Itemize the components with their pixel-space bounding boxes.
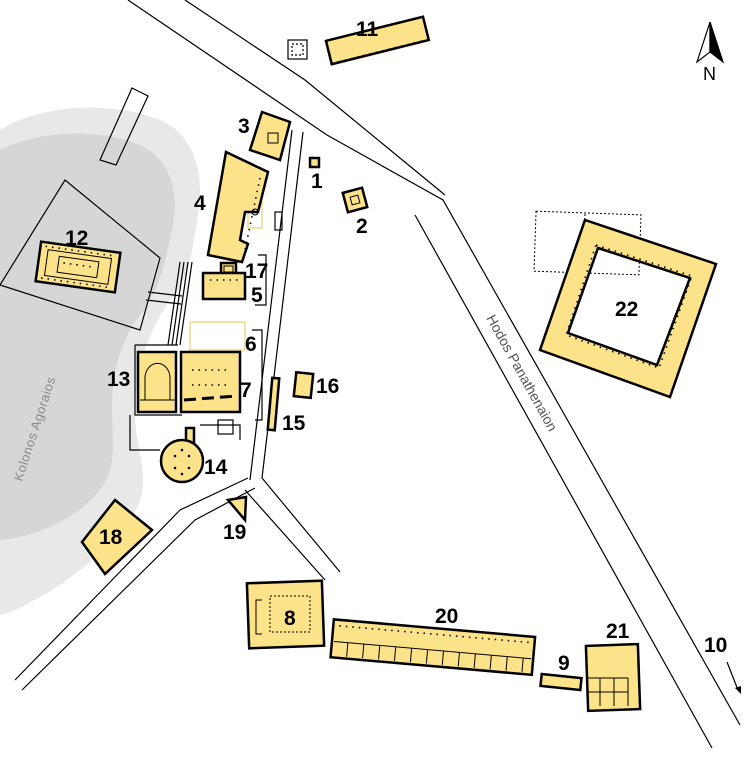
label-16: 16 [316, 375, 339, 398]
building-8-rooms [255, 599, 262, 635]
label-12: 12 [65, 227, 88, 250]
label-8: 8 [284, 607, 296, 630]
building-9 [539, 672, 583, 692]
building-4 [206, 150, 270, 264]
label-1: 1 [311, 170, 323, 193]
label-22: 22 [615, 298, 638, 321]
building-15 [266, 376, 281, 432]
label-4: 4 [194, 192, 206, 215]
roads [14, 0, 741, 749]
label-2: 2 [356, 215, 368, 238]
old-foundation [189, 321, 246, 351]
building-22-body [538, 218, 718, 399]
building-20 [329, 617, 537, 677]
label-20: 20 [435, 605, 458, 628]
building-3 [248, 110, 292, 162]
hill-inner [0, 133, 175, 540]
building-13-apse [144, 362, 171, 400]
bouleuterion-walls [129, 254, 267, 451]
building-18 [80, 498, 154, 576]
label-3: 3 [238, 115, 250, 138]
building-8-court [269, 595, 311, 633]
building-16 [292, 370, 315, 400]
direction-arrow-icon [726, 661, 741, 694]
building-4-column [251, 208, 259, 216]
building-21-rooms [588, 677, 629, 706]
label-5: 5 [251, 284, 263, 307]
building-1 [308, 156, 321, 169]
propylon-7 [217, 419, 234, 435]
label-18: 18 [99, 526, 123, 549]
building-3-inner [267, 132, 279, 144]
label-21: 21 [606, 620, 630, 643]
building-20-outer [329, 617, 537, 677]
label-17: 17 [245, 260, 268, 283]
building-14 [159, 438, 205, 484]
building-7 [179, 350, 242, 414]
label-6: 6 [245, 333, 257, 356]
label-13: 13 [107, 368, 130, 391]
label-19: 19 [223, 521, 246, 544]
hill-ramp [99, 87, 149, 166]
building-12-naos [56, 255, 100, 279]
building-11 [324, 15, 431, 66]
building-2-inner [349, 194, 361, 206]
building-8 [245, 579, 326, 650]
building-12-cella [43, 249, 113, 285]
label-10: 10 [704, 634, 727, 657]
building-21 [584, 642, 642, 713]
label-7: 7 [240, 379, 252, 402]
hephaisteion-precinct [0, 179, 161, 331]
building-14-columns [173, 448, 191, 476]
label-11: 11 [356, 18, 379, 41]
north-label: N [703, 64, 716, 84]
building-7-wall [183, 394, 238, 402]
label-15: 15 [282, 412, 306, 435]
north-arrow-icon: N [695, 21, 725, 84]
building-12-outer [34, 240, 122, 294]
label-14: 14 [204, 456, 228, 479]
building-20-backwall [333, 640, 532, 660]
building-2 [341, 186, 369, 214]
building-12 [34, 240, 122, 294]
label-9: 9 [558, 652, 570, 675]
building-13 [136, 350, 178, 414]
altar-square-inner [291, 43, 304, 56]
altar-square [287, 39, 308, 60]
hill-stairs [145, 261, 193, 346]
building-19 [225, 495, 248, 524]
building-22 [533, 210, 718, 399]
building-5 [201, 271, 247, 301]
small-base [274, 211, 283, 231]
building-20-shops [346, 642, 524, 672]
